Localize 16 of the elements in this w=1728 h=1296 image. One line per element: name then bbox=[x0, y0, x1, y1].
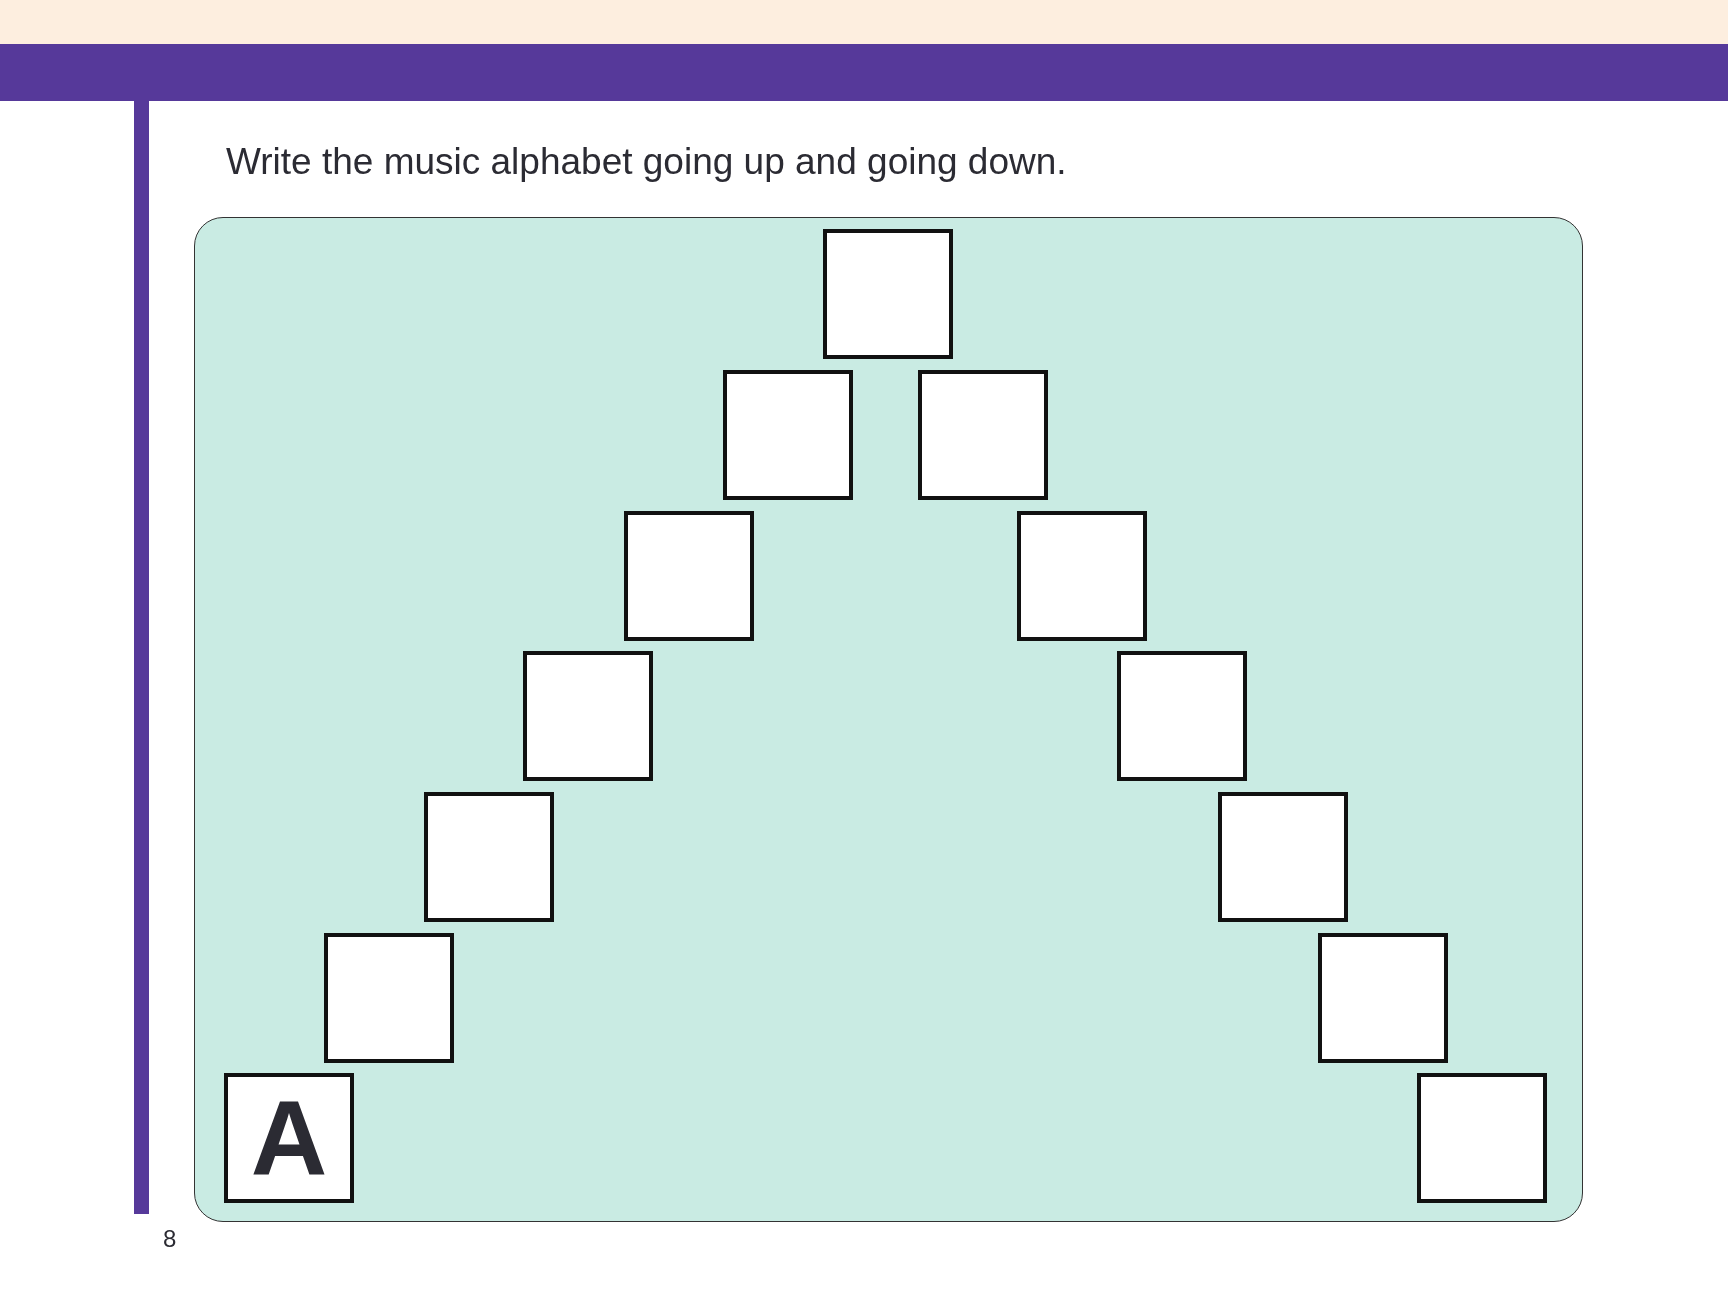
activity-panel bbox=[194, 217, 1583, 1222]
answer-box bbox=[624, 511, 754, 641]
letter-box: A bbox=[224, 1073, 354, 1203]
answer-box bbox=[1417, 1073, 1547, 1203]
answer-box bbox=[523, 651, 653, 781]
answer-box bbox=[1318, 933, 1448, 1063]
answer-box bbox=[1017, 511, 1147, 641]
answer-box bbox=[823, 229, 953, 359]
answer-box bbox=[324, 933, 454, 1063]
answer-box bbox=[1218, 792, 1348, 922]
page-number: 8 bbox=[163, 1225, 177, 1253]
answer-box bbox=[723, 370, 853, 500]
answer-box bbox=[424, 792, 554, 922]
answer-box bbox=[1117, 651, 1247, 781]
answer-box bbox=[918, 370, 1048, 500]
instruction-text: Write the music alphabet going up and going down. bbox=[226, 141, 1068, 183]
